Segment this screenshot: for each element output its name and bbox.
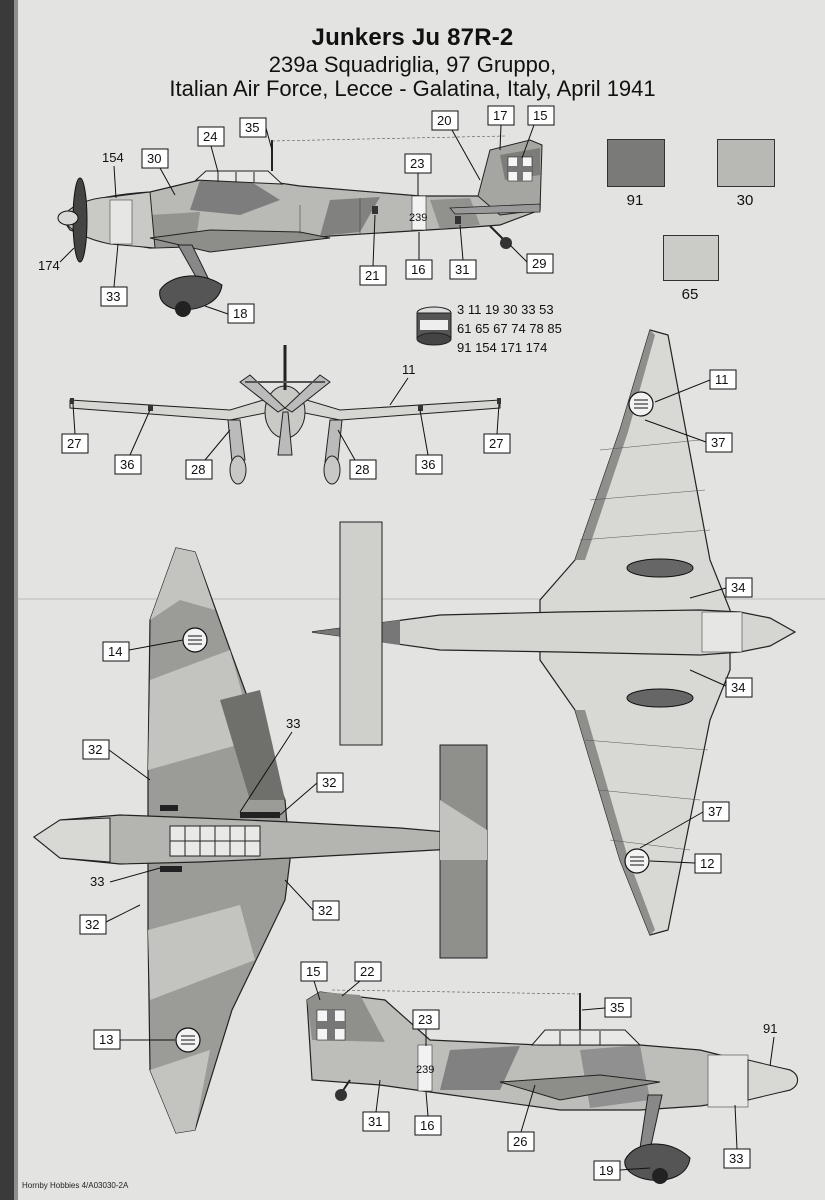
callout-label: 27 [67, 436, 81, 451]
callout-label: 12 [700, 856, 714, 871]
callout-label: 16 [420, 1118, 434, 1133]
callout-label: 35 [245, 120, 259, 135]
callout-label: 33 [90, 874, 104, 889]
callout-label: 32 [85, 917, 99, 932]
callout-label: 15 [533, 108, 547, 123]
page-title: Junkers Ju 87R-2 [311, 24, 514, 51]
callouts-side-top: 35 24 30 154 174 33 18 21 16 31 29 23 20… [38, 105, 555, 324]
callouts-top-view: 14 33 32 32 33 32 32 13 [79, 639, 344, 1050]
callout-label: 20 [437, 113, 451, 128]
color-swatch-91 [607, 139, 665, 187]
callout-label: 26 [513, 1134, 527, 1149]
callout-label: 11 [715, 372, 729, 387]
callout-label: 28 [355, 462, 369, 477]
callout-label: 32 [322, 775, 336, 790]
callout-label: 33 [106, 289, 120, 304]
callout-label: 31 [368, 1114, 382, 1129]
paint-code-row: 91 154 171 174 [457, 340, 548, 355]
callout-label: 30 [147, 151, 161, 166]
callout-label: 37 [708, 804, 722, 819]
binding-edge-shadow [14, 0, 18, 1200]
subtitle-line-2: Italian Air Force, Lecce - Galatina, Ita… [169, 76, 656, 101]
paint-tin-icon [416, 306, 452, 346]
callout-label: 32 [318, 903, 332, 918]
callout-label: 36 [421, 457, 435, 472]
callout-label: 37 [711, 435, 725, 450]
callout-label: 19 [599, 1163, 613, 1178]
underside-view [311, 329, 797, 936]
side-view-left: 239 [57, 135, 543, 317]
callout-label: 174 [38, 258, 60, 273]
callout-label: 17 [493, 108, 507, 123]
callout-label: 36 [120, 457, 134, 472]
callout-label: 21 [365, 268, 379, 283]
callout-label: 33 [286, 716, 300, 731]
front-view [69, 345, 501, 485]
callout-label: 24 [203, 129, 217, 144]
callout-label: 18 [233, 306, 247, 321]
fuselage-code-top: 239 [409, 212, 427, 224]
callout-label: 32 [88, 742, 102, 757]
roundel-icon [175, 1027, 201, 1053]
paint-code-row: 3 11 19 30 33 53 [457, 302, 554, 317]
color-swatch-65 [663, 235, 719, 281]
callout-label: 22 [360, 964, 374, 979]
fold-line [18, 598, 825, 600]
color-swatch-30 [717, 139, 775, 187]
swatch-label-91: 91 [626, 192, 644, 209]
callout-label: 154 [102, 150, 124, 165]
roundel-icon [182, 627, 208, 653]
side-view-right: 239 [306, 989, 799, 1184]
roundel-icon [624, 848, 650, 874]
footer-print-code: Hornby Hobbies 4/A03030-2A [22, 1181, 129, 1190]
top-view [32, 547, 488, 1134]
callout-label: 11 [402, 362, 416, 377]
callout-label: 27 [489, 436, 503, 451]
callout-label: 29 [532, 256, 546, 271]
callout-label: 91 [763, 1021, 777, 1036]
callout-label: 31 [455, 262, 469, 277]
callouts-underside: 11 37 34 34 37 12 [639, 369, 753, 874]
roundel-icon [628, 391, 654, 417]
fuselage-code-bottom: 239 [416, 1064, 434, 1076]
callout-label: 35 [610, 1000, 624, 1015]
callout-label: 34 [731, 680, 745, 695]
callout-label: 23 [410, 156, 424, 171]
callout-label: 28 [191, 462, 205, 477]
callouts-side-bottom: 15 22 35 91 23 31 16 26 33 19 [300, 961, 777, 1181]
callout-label: 23 [418, 1012, 432, 1027]
callout-label: 15 [306, 964, 320, 979]
swatch-label-30: 30 [736, 192, 754, 209]
swatch-label-65: 65 [681, 286, 699, 303]
callout-label: 33 [729, 1151, 743, 1166]
callout-label: 14 [108, 644, 122, 659]
callouts-front: 11 27 36 28 28 36 27 [61, 362, 511, 480]
callout-label: 34 [731, 580, 745, 595]
binding-edge [0, 0, 14, 1200]
paint-code-row: 61 65 67 74 78 85 [457, 321, 562, 336]
callout-label: 16 [411, 262, 425, 277]
subtitle-line-1: 239a Squadriglia, 97 Gruppo, [268, 52, 557, 77]
paint-code-list: 3 11 19 30 33 53 61 65 67 74 78 85 91 15… [457, 300, 562, 357]
callout-label: 13 [99, 1032, 113, 1047]
